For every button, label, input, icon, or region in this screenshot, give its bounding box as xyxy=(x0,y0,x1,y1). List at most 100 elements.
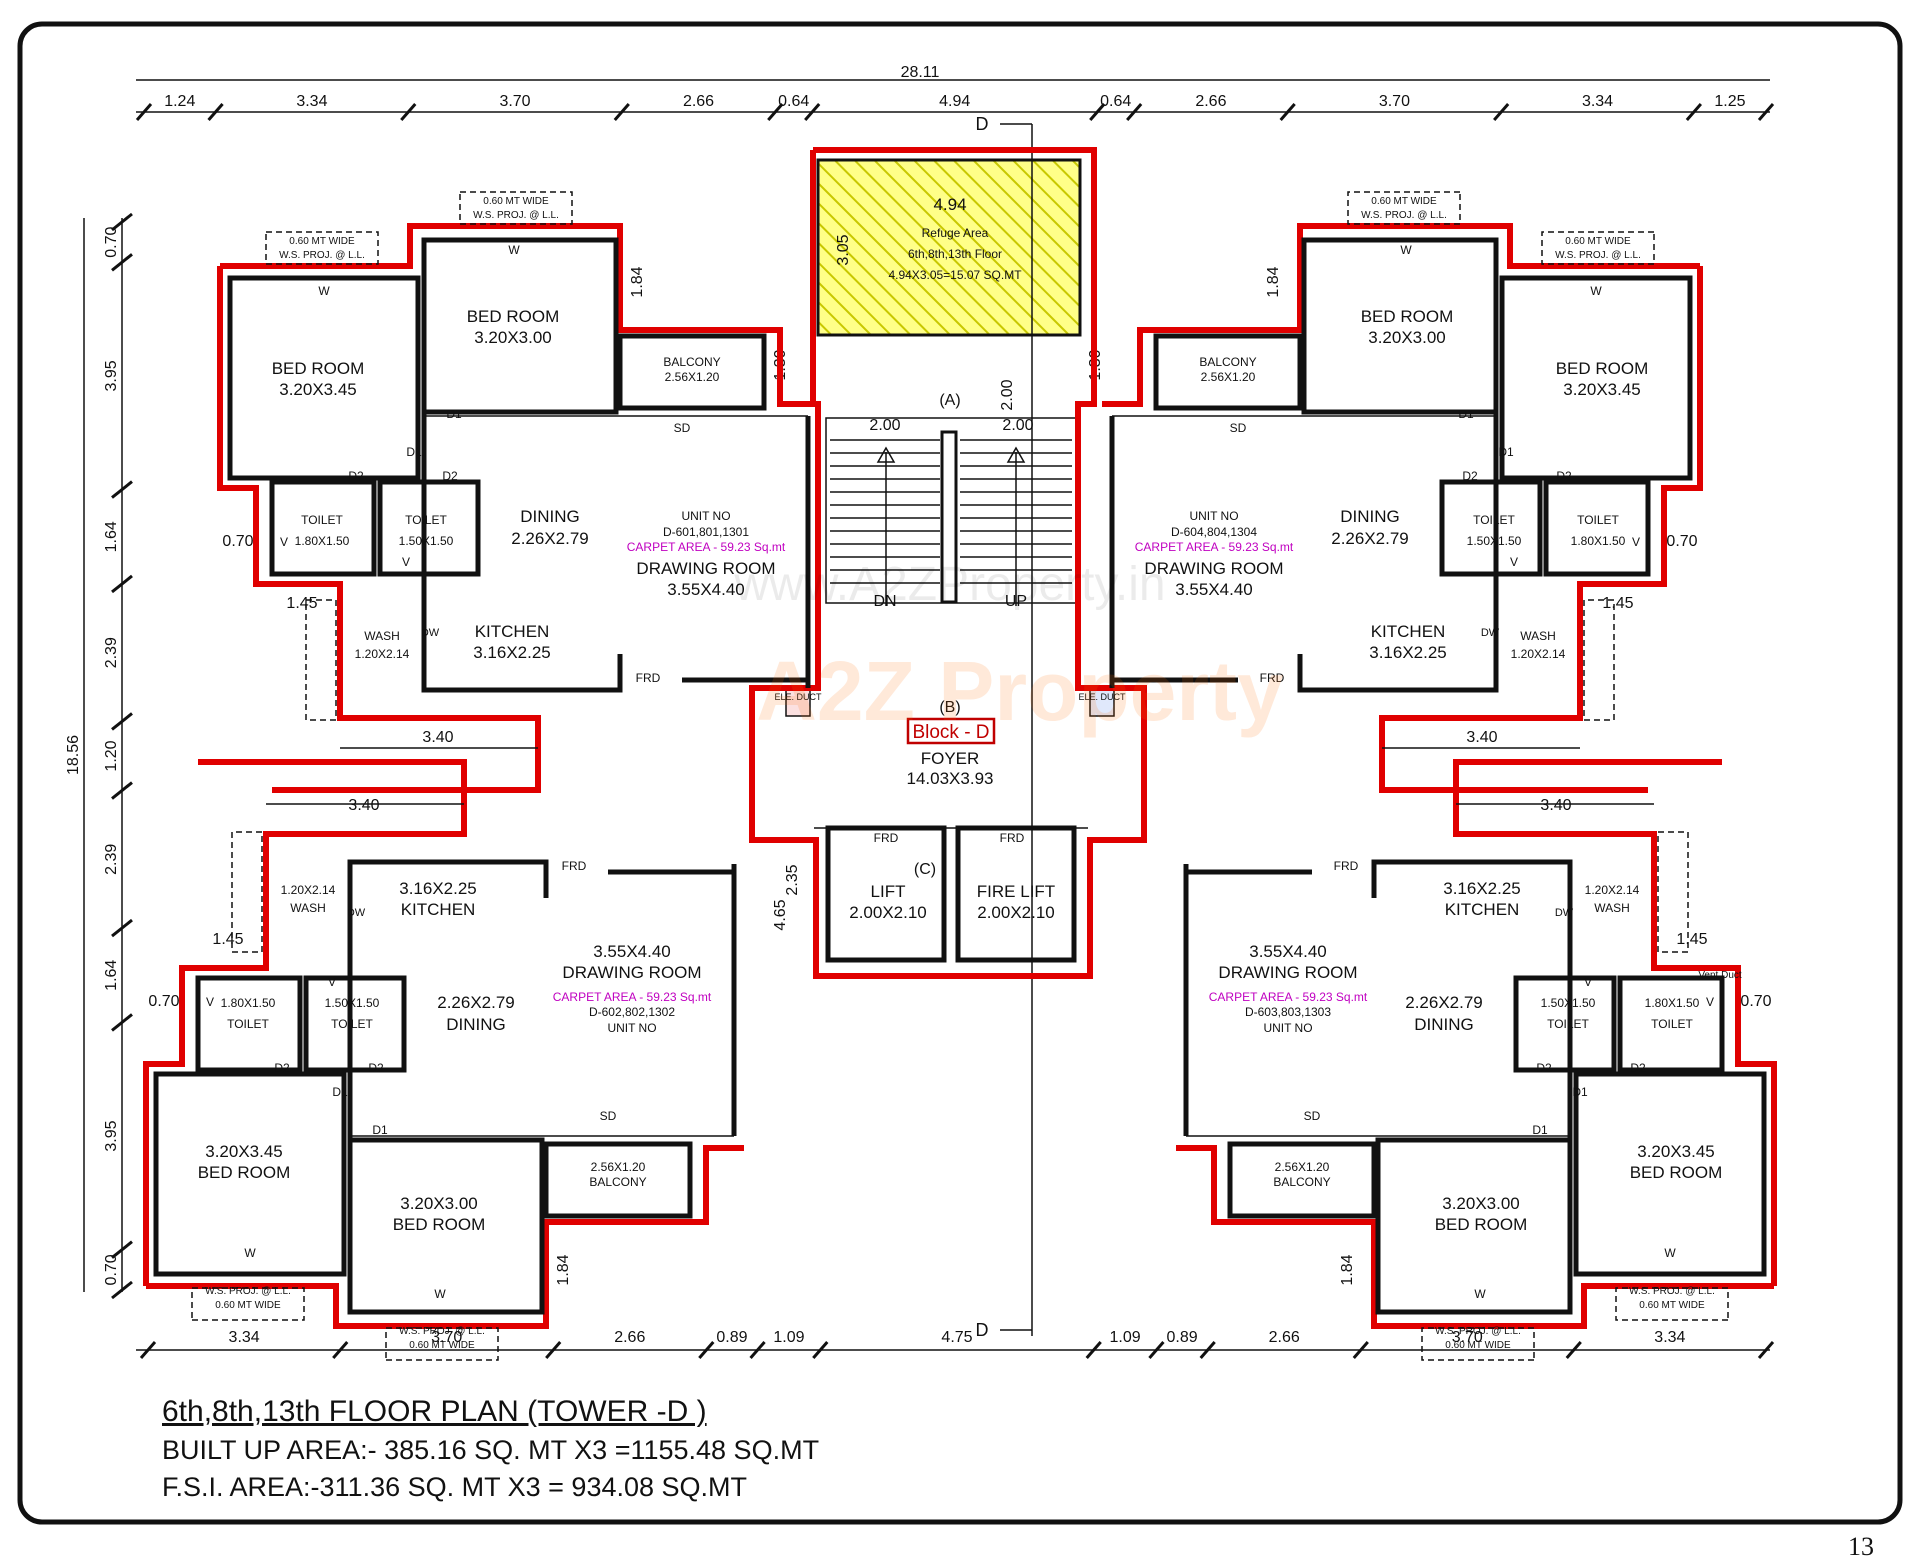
proj-label-2: W.S. PROJ. @ L.L. xyxy=(473,210,559,221)
carpet-area: CARPET AREA - 59.23 Sq.mt xyxy=(553,990,712,1004)
foyer-label: (B) xyxy=(939,699,960,716)
dim-tick xyxy=(1126,103,1143,121)
dim-label: 0.64 xyxy=(778,93,809,110)
dim-label: 2.66 xyxy=(683,93,714,110)
dim-label: 2.39 xyxy=(103,637,120,668)
refuge-floors: 6th,8th,13th Floor xyxy=(908,247,1002,261)
bed-room-1 xyxy=(227,275,421,481)
dining-label: DINING xyxy=(1414,1015,1474,1034)
stair-length: 2.00 xyxy=(999,379,1016,410)
balcony-label: BALCONY xyxy=(663,355,720,369)
dim-tick xyxy=(1352,1341,1369,1359)
wash-dim: 1.20X2.14 xyxy=(1511,647,1566,661)
dim-label: 3.34 xyxy=(1654,1329,1685,1346)
dim-tick xyxy=(111,212,133,232)
carpet-area: CARPET AREA - 59.23 Sq.mt xyxy=(1209,990,1368,1004)
refuge-area xyxy=(816,158,1082,337)
dim-tick xyxy=(1085,1341,1102,1359)
plan-title: 6th,8th,13th FLOOR PLAN (TOWER -D ) xyxy=(162,1395,707,1428)
door-mark: D1 xyxy=(332,1085,348,1099)
ws-projection xyxy=(1421,1327,1535,1361)
fsi-area: F.S.I. AREA:-311.36 SQ. MT X3 = 934.08 S… xyxy=(162,1472,748,1502)
dining-label: DINING xyxy=(520,507,580,526)
window-mark: W xyxy=(1664,1246,1676,1260)
dining-dim: 2.26X2.79 xyxy=(1405,993,1483,1012)
dim-label: 0.64 xyxy=(1100,93,1131,110)
dim-label: 3.34 xyxy=(296,93,327,110)
dim-label: 1.64 xyxy=(103,960,120,991)
ws-projection xyxy=(459,191,573,225)
fire-lift-name: FIRE LIFT xyxy=(977,882,1055,901)
kitchen-label: KITCHEN xyxy=(401,900,476,919)
dim-label: 3.95 xyxy=(103,1120,120,1151)
vent-mark: V xyxy=(280,535,288,549)
wash-dim: 1.20X2.14 xyxy=(281,883,336,897)
ws-projection xyxy=(1541,231,1655,265)
dim-tick xyxy=(1757,103,1775,121)
proj-label-1: 0.60 MT WIDE xyxy=(1565,236,1631,247)
carpet-area: CARPET AREA - 59.23 Sq.mt xyxy=(627,540,786,554)
proj-label-2: W.S. PROJ. @ L.L. xyxy=(1555,250,1641,261)
ws-projection xyxy=(305,599,337,721)
wash-label: WASH xyxy=(364,629,400,643)
bed-room-1 xyxy=(1499,275,1693,481)
dim-tick xyxy=(111,253,133,272)
unit-no: D-603,803,1303 xyxy=(1245,1005,1331,1019)
toilet2-dim: 1.50X1.50 xyxy=(1467,534,1522,548)
balcony-label: BALCONY xyxy=(1199,355,1256,369)
core-boundary xyxy=(749,147,1147,979)
refuge-area-value: 4.94X3.05=15.07 SQ.MT xyxy=(888,268,1022,282)
ws-projection xyxy=(231,831,263,953)
drawing-dim: 3.55X4.40 xyxy=(1175,580,1253,599)
ws-projection xyxy=(385,1327,499,1361)
watermark-logo: A2Z Property xyxy=(756,644,1284,738)
dim-tick xyxy=(545,1341,562,1359)
proj-label-2: W.S. PROJ. @ L.L. xyxy=(399,1326,485,1337)
door-mark: D2 xyxy=(1630,1061,1646,1075)
dim-label: 0.70 xyxy=(103,1254,120,1285)
dim-tick xyxy=(1279,103,1296,121)
bed1-label: BED ROOM xyxy=(198,1163,291,1182)
kitchen-label: KITCHEN xyxy=(1445,900,1520,919)
drawing-label: DRAWING ROOM xyxy=(1144,559,1283,578)
sliding-door-mark: SD xyxy=(1304,1109,1321,1123)
refuge-dim: 4.94 xyxy=(933,195,966,214)
door-mark: D2 xyxy=(348,469,364,483)
ws-projection xyxy=(1657,831,1689,953)
sliding-door-mark: SD xyxy=(674,421,691,435)
proj-label-1: 0.60 MT WIDE xyxy=(409,1340,475,1351)
block-name: Block - D xyxy=(912,722,989,743)
bed2-label: BED ROOM xyxy=(1361,307,1454,326)
unit-title: UNIT NO xyxy=(1263,1021,1312,1035)
dim-label: 3.70 xyxy=(431,1329,462,1346)
ws-projection xyxy=(1615,1287,1729,1321)
wash-label: WASH xyxy=(290,901,326,915)
proj-label-1: 0.60 MT WIDE xyxy=(1639,1300,1705,1311)
bed1-dim: 3.20X3.45 xyxy=(279,380,357,399)
dim-label: 2.66 xyxy=(1195,93,1226,110)
stair-width-1: 2.00 xyxy=(869,417,900,434)
toilet1-dim: 1.80X1.50 xyxy=(1571,534,1626,548)
dim-tick xyxy=(332,1341,349,1359)
stair-label: (A) xyxy=(939,392,960,409)
dim-tick xyxy=(1148,1341,1165,1359)
wash-label: WASH xyxy=(1520,629,1556,643)
dim-label: 1.20 xyxy=(103,740,120,771)
dim-label: 2.66 xyxy=(1269,1329,1300,1346)
unit-no: D-602,802,1302 xyxy=(589,1005,675,1019)
drawing-label: DRAWING ROOM xyxy=(636,559,775,578)
sheet-border xyxy=(17,21,1903,1525)
ws-projection xyxy=(1347,191,1461,225)
drawing-dim: 3.55X4.40 xyxy=(667,580,745,599)
dim-tick xyxy=(111,918,133,938)
unit-title: UNIT NO xyxy=(607,1021,656,1035)
built-up-area: BUILT UP AREA:- 385.16 SQ. MT X3 =1155.4… xyxy=(162,1435,820,1465)
bed-room-1 xyxy=(153,1071,347,1277)
dim-145: 1.45 xyxy=(212,931,243,948)
drawing-dim: 3.55X4.40 xyxy=(593,942,671,961)
dim-label: 1.64 xyxy=(103,521,120,552)
dim-label: 3.70 xyxy=(499,93,530,110)
core-v-dim-2: 2.35 xyxy=(784,864,801,895)
page-number: 13 xyxy=(1848,1532,1874,1561)
wash-label: WASH xyxy=(1594,901,1630,915)
